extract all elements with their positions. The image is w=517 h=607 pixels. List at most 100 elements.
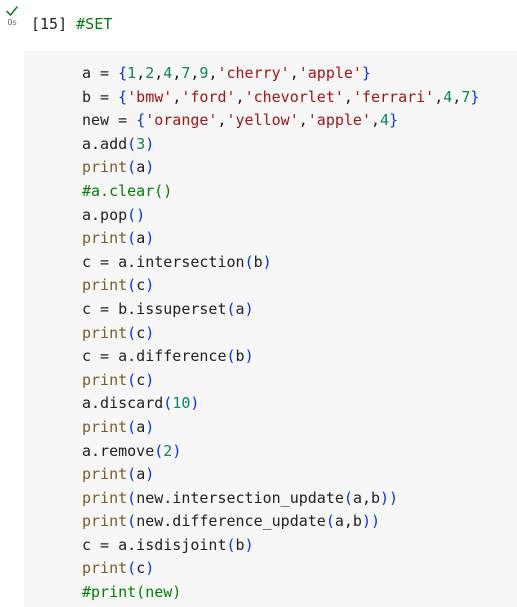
code-token: ( <box>127 323 137 342</box>
code-token: 4 <box>380 111 390 130</box>
code-token: a = <box>82 64 119 82</box>
code-token: 1 <box>127 64 137 82</box>
code-token: , <box>452 87 462 106</box>
code-line[interactable]: print(a) <box>82 463 479 487</box>
code-token: } <box>361 64 371 82</box>
code-token: { <box>118 87 128 106</box>
code-token: ) <box>145 559 155 578</box>
code-token: 'chevorlet' <box>244 87 344 106</box>
code-token: c <box>136 276 146 295</box>
code-token: ) <box>145 134 155 153</box>
code-line[interactable]: a.add(3) <box>82 133 479 157</box>
execution-count-row: [15] #SET <box>31 12 112 36</box>
code-token: , <box>289 64 299 82</box>
code-token: { <box>118 64 128 82</box>
code-line[interactable]: print(a) <box>82 416 479 440</box>
code-token: print <box>82 417 128 436</box>
code-token: ) <box>244 299 254 318</box>
code-token: ( <box>325 512 335 531</box>
code-token: ( <box>127 488 137 507</box>
code-token: 'orange' <box>145 111 218 130</box>
code-token: ( <box>127 276 137 295</box>
code-token: , <box>154 64 164 82</box>
code-token: 2 <box>163 441 173 460</box>
code-token: { <box>136 111 146 130</box>
code-line[interactable]: print(a) <box>82 156 479 180</box>
code-token: a <box>136 158 146 177</box>
code-line[interactable]: print(c) <box>82 369 479 393</box>
code-line[interactable]: #a.clear() <box>82 180 479 204</box>
code-line[interactable]: print(c) <box>82 557 479 581</box>
code-token: ( <box>343 488 353 507</box>
code-token: , <box>136 64 146 82</box>
code-token: a.pop <box>82 205 128 224</box>
code-line[interactable]: a.remove(2) <box>82 440 479 464</box>
code-token: new = <box>82 111 137 130</box>
code-token: a.discard <box>82 394 164 413</box>
code-token: ) <box>244 535 254 554</box>
code-token: print <box>82 559 128 578</box>
code-line[interactable]: print(a) <box>82 227 479 251</box>
code-token: ) <box>145 370 155 389</box>
code-token: a,b <box>334 512 362 531</box>
code-token: ) <box>145 323 155 342</box>
code-token: ( <box>127 465 137 484</box>
code-token: 4 <box>163 64 173 82</box>
code-line[interactable]: a.pop() <box>82 204 479 228</box>
code-token: c <box>136 559 146 578</box>
code-token: b <box>235 347 245 366</box>
code-token: c = a.isdisjoint <box>82 535 227 554</box>
code-token: 4 <box>443 87 453 106</box>
code-token: a <box>235 299 245 318</box>
code-token: 9 <box>199 64 209 82</box>
code-line[interactable]: c = b.issuperset(a) <box>82 298 479 322</box>
code-line[interactable]: print(c) <box>82 274 479 298</box>
code-token: ( <box>163 394 173 413</box>
code-token: ( <box>226 535 236 554</box>
code-token: , <box>190 64 200 82</box>
check-icon <box>6 6 18 16</box>
code-line[interactable]: new = {'orange','yellow','apple',4} <box>82 109 479 133</box>
code-token: a.remove <box>82 441 155 460</box>
code-token: () <box>127 205 146 224</box>
code-line[interactable]: #print(new) <box>82 581 479 605</box>
code-token: a,b <box>352 488 381 507</box>
cell-gutter: 0s <box>0 0 24 607</box>
code-token: ( <box>127 158 137 177</box>
run-time-label: 0s <box>7 18 17 27</box>
code-line[interactable]: c = a.isdisjoint(b) <box>82 534 479 558</box>
code-token: ( <box>127 134 137 153</box>
code-token: ) <box>244 347 254 366</box>
code-line[interactable]: print(new.intersection_update(a,b)) <box>82 487 479 511</box>
code-token: print <box>82 512 128 531</box>
code-token: ( <box>127 370 137 389</box>
code-token: 'ferrari' <box>352 87 435 106</box>
code-token: ) <box>145 158 155 177</box>
code-token: , <box>217 111 227 130</box>
code-line[interactable]: a.discard(10) <box>82 392 479 416</box>
code-token: ( <box>226 299 236 318</box>
code-token: ) <box>145 276 155 295</box>
code-token: 'ford' <box>181 87 236 106</box>
code-editor[interactable] <box>24 51 517 607</box>
code-token: 'apple' <box>298 64 362 82</box>
code-line[interactable]: b = {'bmw','ford','chevorlet','ferrari',… <box>82 86 479 110</box>
code-token: , <box>172 87 182 106</box>
code-token: ) <box>172 441 182 460</box>
code-token: 'bmw' <box>127 87 173 106</box>
code-token: , <box>298 111 308 130</box>
code-token: new.intersection_update <box>136 488 344 507</box>
code-token: print <box>82 276 128 295</box>
code-token: ( <box>244 252 254 271</box>
code-token: )) <box>361 512 381 531</box>
code-lines[interactable]: a = {1,2,4,7,9,'cherry','apple'}b = {'bm… <box>82 62 479 605</box>
code-line[interactable]: a = {1,2,4,7,9,'cherry','apple'} <box>82 62 479 86</box>
run-status-button[interactable]: 0s <box>3 4 21 28</box>
code-line[interactable]: c = a.difference(b) <box>82 345 479 369</box>
code-token: ( <box>226 347 236 366</box>
code-token: ) <box>145 417 155 436</box>
code-line[interactable]: c = a.intersection(b) <box>82 251 479 275</box>
code-line[interactable]: print(new.difference_update(a,b)) <box>82 510 479 534</box>
code-token: 7 <box>181 64 191 82</box>
code-line[interactable]: print(c) <box>82 322 479 346</box>
